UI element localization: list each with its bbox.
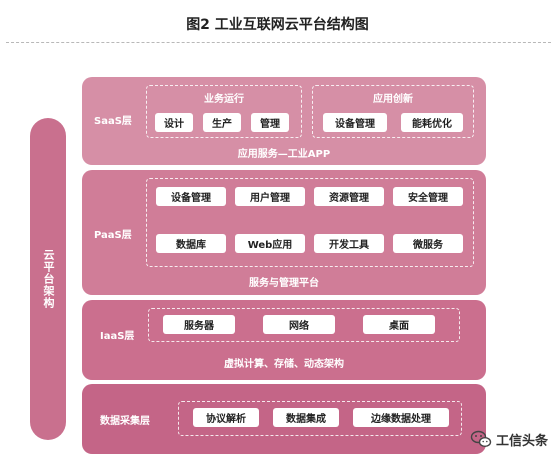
saas-caption: 应用服务—工业APP (237, 149, 331, 160)
iaas-layer-name: IaaS层 (100, 331, 135, 342)
diagram-title: 图2 工业互联网云平台结构图 (186, 17, 369, 33)
iaas-layer: IaaS层 服务器 网络 桌面 虚拟计算、存储、动态架构 (82, 300, 486, 380)
title-divider (6, 42, 551, 43)
saas-item-device-management: 设备管理 (323, 113, 387, 132)
paas-item-device-management: 设备管理 (156, 187, 226, 206)
iaas-item-network: 网络 (263, 315, 335, 334)
data-collection-layer: 数据采集层 协议解析 数据集成 边缘数据处理 (82, 384, 486, 454)
paas-layer-name: PaaS层 (94, 230, 132, 241)
saas-layer: SaaS层 业务运行 设计 生产 管理 应用创新 设备管理 能耗优化 应用服务—… (82, 77, 486, 165)
paas-layer: PaaS层 设备管理 用户管理 资源管理 安全管理 数据库 Web应用 开发工具… (82, 170, 486, 295)
paas-item-security-management: 安全管理 (393, 187, 463, 206)
side-label: 云平台架构 (42, 249, 55, 309)
paas-item-resource-management: 资源管理 (314, 187, 384, 206)
saas-item-management: 管理 (251, 113, 289, 132)
paas-caption: 服务与管理平台 (249, 278, 319, 289)
saas-group-business-title: 业务运行 (204, 94, 244, 105)
wechat-icon (470, 430, 492, 448)
paas-item-microservices: 微服务 (393, 234, 463, 253)
iaas-item-server: 服务器 (163, 315, 235, 334)
iaas-caption: 虚拟计算、存储、动态架构 (224, 359, 344, 370)
watermark-text: 工信头条 (496, 433, 549, 449)
saas-item-energy-optimization: 能耗优化 (401, 113, 463, 132)
paas-item-dev-tools: 开发工具 (314, 234, 384, 253)
platform-architecture-bar: 云平台架构 (30, 118, 66, 440)
paas-item-user-management: 用户管理 (235, 187, 305, 206)
data-layer-name: 数据采集层 (100, 416, 150, 427)
iaas-resource-box: 服务器 网络 桌面 (148, 308, 460, 342)
watermark: 工信头条 (470, 428, 555, 450)
data-item-protocol-parsing: 协议解析 (193, 408, 259, 427)
data-item-edge-processing: 边缘数据处理 (353, 408, 449, 427)
saas-item-production: 生产 (203, 113, 241, 132)
saas-group-innovation: 应用创新 设备管理 能耗优化 (312, 85, 474, 138)
saas-group-business: 业务运行 设计 生产 管理 (146, 85, 302, 138)
paas-item-database: 数据库 (156, 234, 226, 253)
paas-service-box: 设备管理 用户管理 资源管理 安全管理 数据库 Web应用 开发工具 微服务 (146, 178, 474, 267)
data-collection-box: 协议解析 数据集成 边缘数据处理 (178, 401, 462, 436)
saas-item-design: 设计 (155, 113, 193, 132)
iaas-item-desktop: 桌面 (363, 315, 435, 334)
paas-item-web-app: Web应用 (235, 234, 305, 253)
saas-group-innovation-title: 应用创新 (373, 94, 413, 105)
data-item-data-integration: 数据集成 (273, 408, 339, 427)
saas-layer-name: SaaS层 (94, 116, 132, 127)
